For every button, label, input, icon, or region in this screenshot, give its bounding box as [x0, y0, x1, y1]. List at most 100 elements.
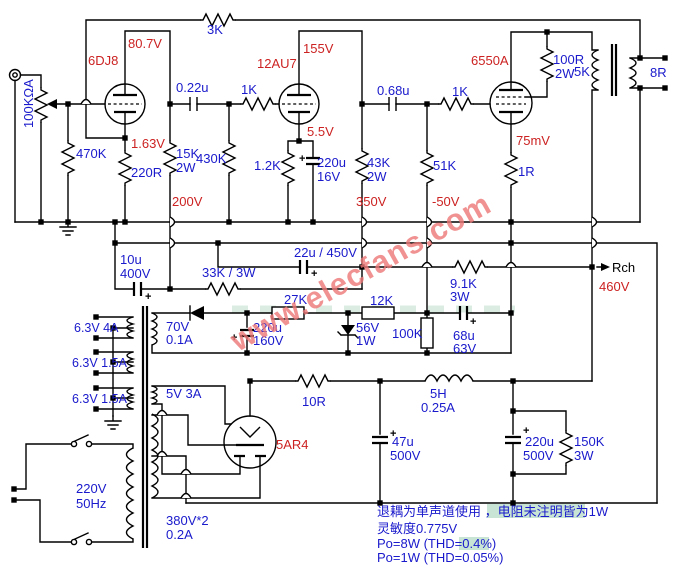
label-15k-watt: 2W: [176, 160, 196, 175]
resistor-100k: [420, 317, 434, 349]
label-68u: 68u: [453, 328, 475, 343]
label-15k: 15K: [176, 146, 199, 161]
label-rch: Rch: [612, 260, 635, 275]
label-47u-500v: 500V: [390, 448, 421, 463]
label-16v: 16V: [317, 169, 340, 184]
plus-47u: +: [390, 428, 396, 440]
label-0.2a: 0.2A: [166, 527, 193, 542]
label-50hz: 50Hz: [76, 496, 106, 511]
label-tube-6550a: 6550A: [471, 53, 509, 68]
label-380v: 380V*2: [166, 513, 209, 528]
plus-220u-16v: +: [299, 153, 305, 165]
label-350v: 350V: [356, 194, 387, 209]
resistor-12k: [361, 306, 395, 320]
label-500v: 500V: [523, 448, 554, 463]
heater-winding-2: [126, 351, 136, 374]
label-heater3: 6.3V 1.5A: [72, 392, 128, 406]
plus-68u: +: [470, 316, 476, 328]
label-10r: 10R: [302, 394, 326, 409]
label-220r: 220R: [131, 165, 162, 180]
cap-68u-63v: [458, 306, 469, 320]
label-0.25a: 0.25A: [421, 400, 455, 415]
heater-winding-1: [126, 316, 136, 339]
label-5h: 5H: [430, 386, 447, 401]
note-line1b: 电阻未注明皆为: [498, 504, 589, 519]
label-5k: 5K: [574, 64, 590, 79]
label-56v-watt: 1W: [356, 333, 376, 348]
note-line1a: 退耦为单声道使用 ，: [377, 504, 498, 519]
label-tube-5ar4: 5AR4: [276, 437, 309, 452]
label-100r-watt: 2W: [555, 66, 575, 81]
zener-56v: [337, 325, 359, 339]
output-transformer: [591, 44, 637, 96]
label-tube-6dj8: 6DJ8: [88, 53, 118, 68]
power-transformer: [125, 306, 159, 548]
cap-0.68u: [388, 97, 397, 111]
label-400v: 400V: [120, 266, 151, 281]
tube-6550a: [489, 81, 533, 125]
label-160v: 160V: [253, 333, 284, 348]
cap-220u-16v: [306, 156, 320, 166]
tube-5ar4: [223, 415, 277, 469]
label-heater1: 6.3V 4A: [74, 321, 119, 335]
label-100r: 100R: [553, 52, 584, 67]
cap-220u-160v: [240, 328, 254, 338]
plus-220u-500v: +: [523, 425, 529, 437]
choke-5h: [424, 374, 474, 383]
label-3k: 3K: [207, 22, 223, 37]
label-12k: 12K: [370, 293, 393, 308]
rectifier-heater-winding: [149, 385, 158, 405]
transformers: [125, 44, 637, 548]
misc-symbols: [8, 68, 610, 546]
label-75mv: 75mV: [516, 133, 550, 148]
hv-winding: [150, 413, 159, 499]
plus-220u-160v: +: [231, 332, 237, 344]
note-line1: 退耦为单声道使用 ，电阻未注明皆为1W: [377, 504, 609, 519]
input-jack: [8, 68, 22, 82]
box-resistors: [271, 306, 434, 349]
tube-6dj8: [104, 83, 146, 125]
label-tube-12au7: 12AU7: [257, 56, 297, 71]
mains-primary-winding: [125, 447, 135, 540]
label-5v3a: 5V 3A: [166, 386, 202, 401]
resistor-27k: [271, 306, 305, 320]
label-1.2k: 1.2K: [254, 158, 281, 173]
cap-22u-450v: [298, 260, 309, 274]
cap-0.22u: [189, 97, 198, 111]
label-1k-driver: 1K: [241, 82, 257, 97]
label-43k: 43K: [367, 155, 390, 170]
label-27k: 27K: [284, 292, 307, 307]
diodes: [189, 305, 359, 339]
label-51k: 51K: [433, 158, 456, 173]
cap-47u-500v: [372, 435, 388, 445]
capacitors: [132, 97, 521, 445]
label-155v: 155V: [303, 41, 334, 56]
ground-icon: [104, 415, 122, 430]
label-0.22u: 0.22u: [176, 80, 209, 95]
label-43k-watt: 2W: [367, 169, 387, 184]
notes: 退耦为单声道使用 ，电阻未注明皆为1W 灵敏度0.775V Po=8W (THD…: [377, 504, 609, 565]
wires: [13, 19, 666, 543]
label-volume-pot: 100KΩA: [21, 79, 36, 128]
tube-12au7: [278, 83, 320, 125]
label-220v: 220V: [76, 481, 107, 496]
label-1.63v: 1.63V: [131, 136, 165, 151]
bias-winding-70v: [150, 312, 158, 346]
label-33k-3w: 33K / 3W: [202, 265, 256, 280]
label-8r: 8R: [650, 65, 667, 80]
label-80.7v: 80.7V: [128, 36, 162, 51]
tubes: [104, 81, 533, 469]
note-line4: Po=1W (THD=0.05%): [377, 550, 503, 565]
label-470k: 470K: [76, 146, 107, 161]
bias-rectifier-diode: [189, 305, 204, 321]
label-9.1k-watt: 3W: [450, 289, 470, 304]
label-70v: 70V: [166, 319, 189, 334]
note-line3: Po=8W (THD=0.4%): [377, 536, 496, 551]
label-220u-16v: 220u: [317, 155, 346, 170]
cap-10u-400v: [132, 282, 143, 296]
label-heater2: 6.3V 1.5A: [72, 356, 128, 370]
label-1r: 1R: [518, 164, 535, 179]
label-200v: 200V: [172, 194, 203, 209]
plus-22u: +: [311, 268, 317, 280]
pot-wiper-arrow: [47, 99, 57, 109]
